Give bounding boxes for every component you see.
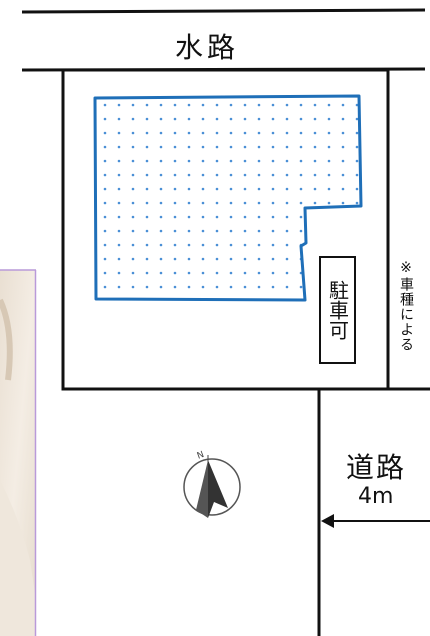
compass-north-icon: N [183,450,241,518]
waterway-top-line [21,8,426,14]
vehicle-note: ※車種による [398,260,414,352]
road-label: 道路 [346,451,407,484]
compass-north-letter: N [196,450,206,462]
road-arrow-icon [321,514,430,528]
waterway-label: 水路 [175,31,240,64]
parking-label: 駐車可 [325,280,350,340]
parking-area: 駐車可 [319,256,356,364]
partial-photo [0,269,37,636]
road-width-label: 4m [358,484,394,509]
property-boundary [61,68,390,391]
building-footprint [93,94,363,302]
